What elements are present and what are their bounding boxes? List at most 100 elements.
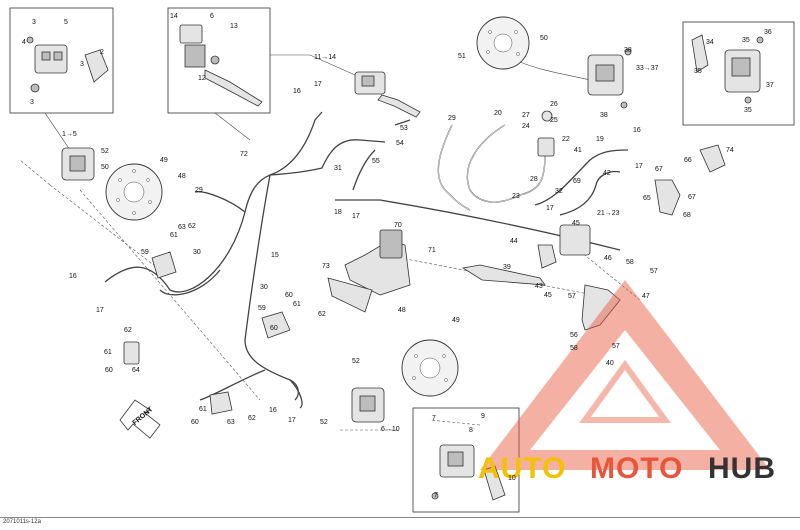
callout: 62 bbox=[124, 327, 132, 334]
callout: 64 bbox=[132, 367, 140, 374]
rear-brake-disc bbox=[476, 16, 530, 70]
callout: 25 bbox=[550, 117, 558, 124]
front-brake-disc-bottom bbox=[401, 339, 459, 397]
callout: 38 bbox=[624, 47, 632, 54]
front-caliper-bottom bbox=[351, 387, 385, 423]
watermark-word-moto: MOTO bbox=[590, 452, 683, 485]
callout: 35 bbox=[694, 68, 702, 75]
callout: 46 bbox=[604, 255, 612, 262]
front-direction-arrow: FRONT bbox=[119, 399, 161, 439]
watermark-triangle-icon bbox=[480, 280, 770, 470]
callout: 29 bbox=[448, 115, 456, 122]
callout: 62 bbox=[188, 223, 196, 230]
callout: 42 bbox=[603, 170, 611, 177]
callout: 30 bbox=[260, 284, 268, 291]
callout: 12 bbox=[198, 75, 206, 82]
callout: 69 bbox=[573, 178, 581, 185]
callout: 11→14 bbox=[314, 54, 336, 61]
abs-module bbox=[344, 229, 411, 296]
callout: 33→37 bbox=[636, 65, 659, 72]
abs-bracket-plate bbox=[327, 277, 373, 313]
callout: 54 bbox=[396, 140, 404, 147]
callout: 57 bbox=[612, 343, 620, 350]
callout: 63 bbox=[178, 224, 186, 231]
callout: 9 bbox=[481, 413, 485, 420]
callout: 3 bbox=[32, 19, 36, 26]
callout: 14 bbox=[170, 13, 178, 20]
callout: 51 bbox=[458, 53, 466, 60]
callout: 1→5 bbox=[62, 131, 77, 138]
watermark-logo bbox=[480, 280, 770, 470]
callout: 5 bbox=[64, 19, 68, 26]
callout: 48 bbox=[398, 307, 406, 314]
watermark-word-hub: HUB bbox=[708, 452, 776, 485]
callout: 32 bbox=[555, 188, 563, 195]
callout: 56 bbox=[570, 332, 578, 339]
callout: 6 bbox=[210, 13, 214, 20]
callout: 57 bbox=[568, 293, 576, 300]
callout: 59 bbox=[258, 305, 266, 312]
callout: 16 bbox=[293, 88, 301, 95]
callout: 63 bbox=[227, 419, 235, 426]
callout: 20 bbox=[494, 110, 502, 117]
callout: 7 bbox=[434, 492, 438, 499]
rear-caliper-top bbox=[587, 48, 632, 109]
callout: 36 bbox=[764, 29, 772, 36]
rear-master-cylinder bbox=[537, 110, 555, 157]
callout: 8 bbox=[469, 427, 473, 434]
callout: 60 bbox=[285, 292, 293, 299]
callout: 43 bbox=[535, 283, 543, 290]
callout: 59 bbox=[141, 249, 149, 256]
callout: 17 bbox=[352, 213, 360, 220]
front-caliper-left bbox=[61, 147, 95, 181]
callout: 35 bbox=[742, 37, 750, 44]
callout: 28 bbox=[530, 176, 538, 183]
callout: 10 bbox=[508, 475, 516, 482]
callout: 21→23 bbox=[597, 210, 620, 217]
lower-caliper-inset-part bbox=[431, 444, 506, 501]
callout: 27 bbox=[522, 112, 530, 119]
callout: 61 bbox=[199, 406, 207, 413]
callout: 17 bbox=[314, 81, 322, 88]
callout: 4 bbox=[22, 39, 26, 46]
callout: 68 bbox=[683, 212, 691, 219]
callout: 26 bbox=[550, 101, 558, 108]
front-caliper-inset-part bbox=[26, 36, 109, 93]
callout: 16 bbox=[69, 273, 77, 280]
callout: 49 bbox=[452, 317, 460, 324]
callout: 50 bbox=[540, 35, 548, 42]
callout: 49 bbox=[160, 157, 168, 164]
callout: 17 bbox=[96, 307, 104, 314]
master-cylinder-inset-part bbox=[179, 24, 263, 107]
callout: 44 bbox=[510, 238, 518, 245]
watermark-word-auto: AUTO bbox=[478, 452, 566, 485]
callout: 55 bbox=[372, 158, 380, 165]
callout: 40 bbox=[606, 360, 614, 367]
callout: 6→10 bbox=[381, 426, 400, 433]
callout: 65 bbox=[643, 195, 651, 202]
brake-lines bbox=[104, 54, 629, 409]
callout: 17 bbox=[546, 205, 554, 212]
callout: 34 bbox=[706, 39, 714, 46]
diagram-code: 2071011s-12a bbox=[3, 519, 41, 525]
rear-caliper-inset-part bbox=[691, 34, 764, 104]
callout: 58 bbox=[626, 259, 634, 266]
callout: 41 bbox=[574, 147, 582, 154]
callout: 13 bbox=[230, 23, 238, 30]
callout: 15 bbox=[271, 252, 279, 259]
callout: 37 bbox=[766, 82, 774, 89]
callout: 71 bbox=[428, 247, 436, 254]
callout: 30 bbox=[193, 249, 201, 256]
callout: 23 bbox=[512, 193, 520, 200]
callout: 3 bbox=[80, 61, 84, 68]
callout: 66 bbox=[684, 157, 692, 164]
callout: 29 bbox=[195, 187, 203, 194]
callout: 73 bbox=[322, 263, 330, 270]
callout: 61 bbox=[104, 349, 112, 356]
callout: 52 bbox=[320, 419, 328, 426]
right-bracket-assembly bbox=[654, 144, 726, 216]
callout: 48 bbox=[178, 173, 186, 180]
callout: 52 bbox=[352, 358, 360, 365]
callout: 67 bbox=[655, 166, 663, 173]
